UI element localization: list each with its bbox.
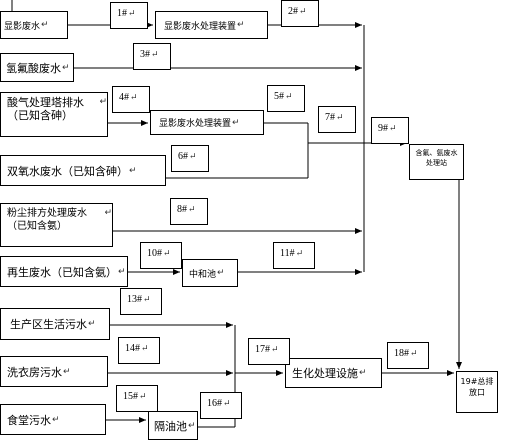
source-regeneration-wastewater: 再生废水（已知含氨）↵	[0, 256, 128, 287]
unit-grease-trap: 隔油池↵	[148, 411, 198, 440]
point-label-5: 5#↵	[267, 85, 305, 112]
unit-main-outfall: 19#总排放口	[456, 371, 498, 413]
point-label-16: 16#↵	[200, 392, 242, 419]
source-production-domestic-sewage: 生产区生活污水↵	[0, 308, 110, 340]
source-hydrogen-peroxide-wastewater: 双氧水废水（已知含砷）↵	[0, 155, 166, 186]
unit-fluoride-ammonia-treatment-station: 含氟、氨废水处理站	[409, 144, 464, 180]
point-label-17: 17#↵	[248, 338, 290, 365]
point-label-7: 7#↵	[318, 106, 356, 133]
source-acid-tower-drain: 酸气处理塔排水（已知含砷）↵	[0, 92, 108, 137]
point-label-9: 9#↵	[371, 117, 409, 144]
point-label-15: 15#↵	[116, 385, 158, 412]
unit-developer-treatment-2: 显影废水处理装置↵	[150, 110, 264, 135]
point-label-2: 2#↵	[281, 0, 319, 27]
unit-biochemical-treatment: 生化处理设施↵	[285, 358, 382, 388]
source-laundry-sewage: 洗衣房污水↵	[0, 356, 108, 387]
point-label-18: 18#↵	[387, 342, 429, 369]
source-dust-treatment-wastewater: 粉尘排方处理废水（已知含氨）↵	[0, 203, 113, 247]
point-label-4: 4#↵	[112, 86, 150, 113]
point-label-6: 6#↵	[171, 145, 209, 172]
point-label-13: 13#↵	[120, 288, 162, 315]
source-developer-wastewater: 显影废水↵	[0, 11, 68, 39]
point-label-3: 3#↵	[133, 43, 171, 70]
unit-developer-treatment-1: 显影废水处理装置↵	[155, 11, 268, 39]
unit-neutralization-tank: 中和池↵	[182, 259, 238, 287]
source-canteen-sewage: 食堂污水↵	[0, 404, 106, 435]
source-hydrofluoric-wastewater: 氢氟酸废水↵	[0, 53, 74, 82]
point-label-1: 1#↵	[110, 2, 148, 29]
point-label-8: 8#↵	[170, 198, 208, 225]
point-label-11: 11#↵	[273, 242, 315, 269]
point-label-14: 14#↵	[118, 337, 160, 364]
point-label-10: 10#↵	[140, 242, 182, 269]
